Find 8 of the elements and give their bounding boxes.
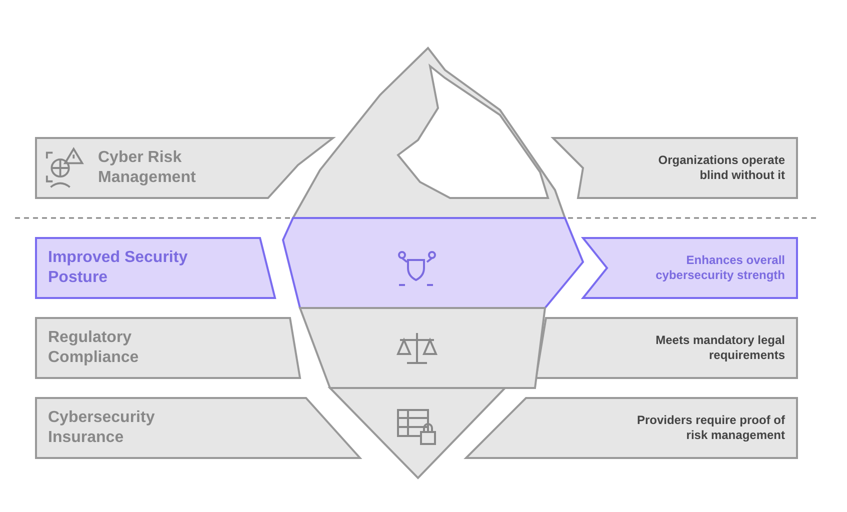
topic-title: Improved Security Posture: [48, 248, 189, 288]
topic-description: Enhances overall cybersecurity strength: [654, 253, 785, 283]
topic-title: Regulatory Compliance: [48, 328, 140, 368]
topic-description: Providers require proof of risk management: [636, 413, 785, 443]
topic-title: Cybersecurity Insurance: [48, 408, 156, 448]
topic-description: Organizations operate blind without it: [657, 153, 785, 183]
topic-description: Meets mandatory legal requirements: [654, 333, 785, 363]
topic-title: Cyber Risk Management: [98, 148, 197, 188]
